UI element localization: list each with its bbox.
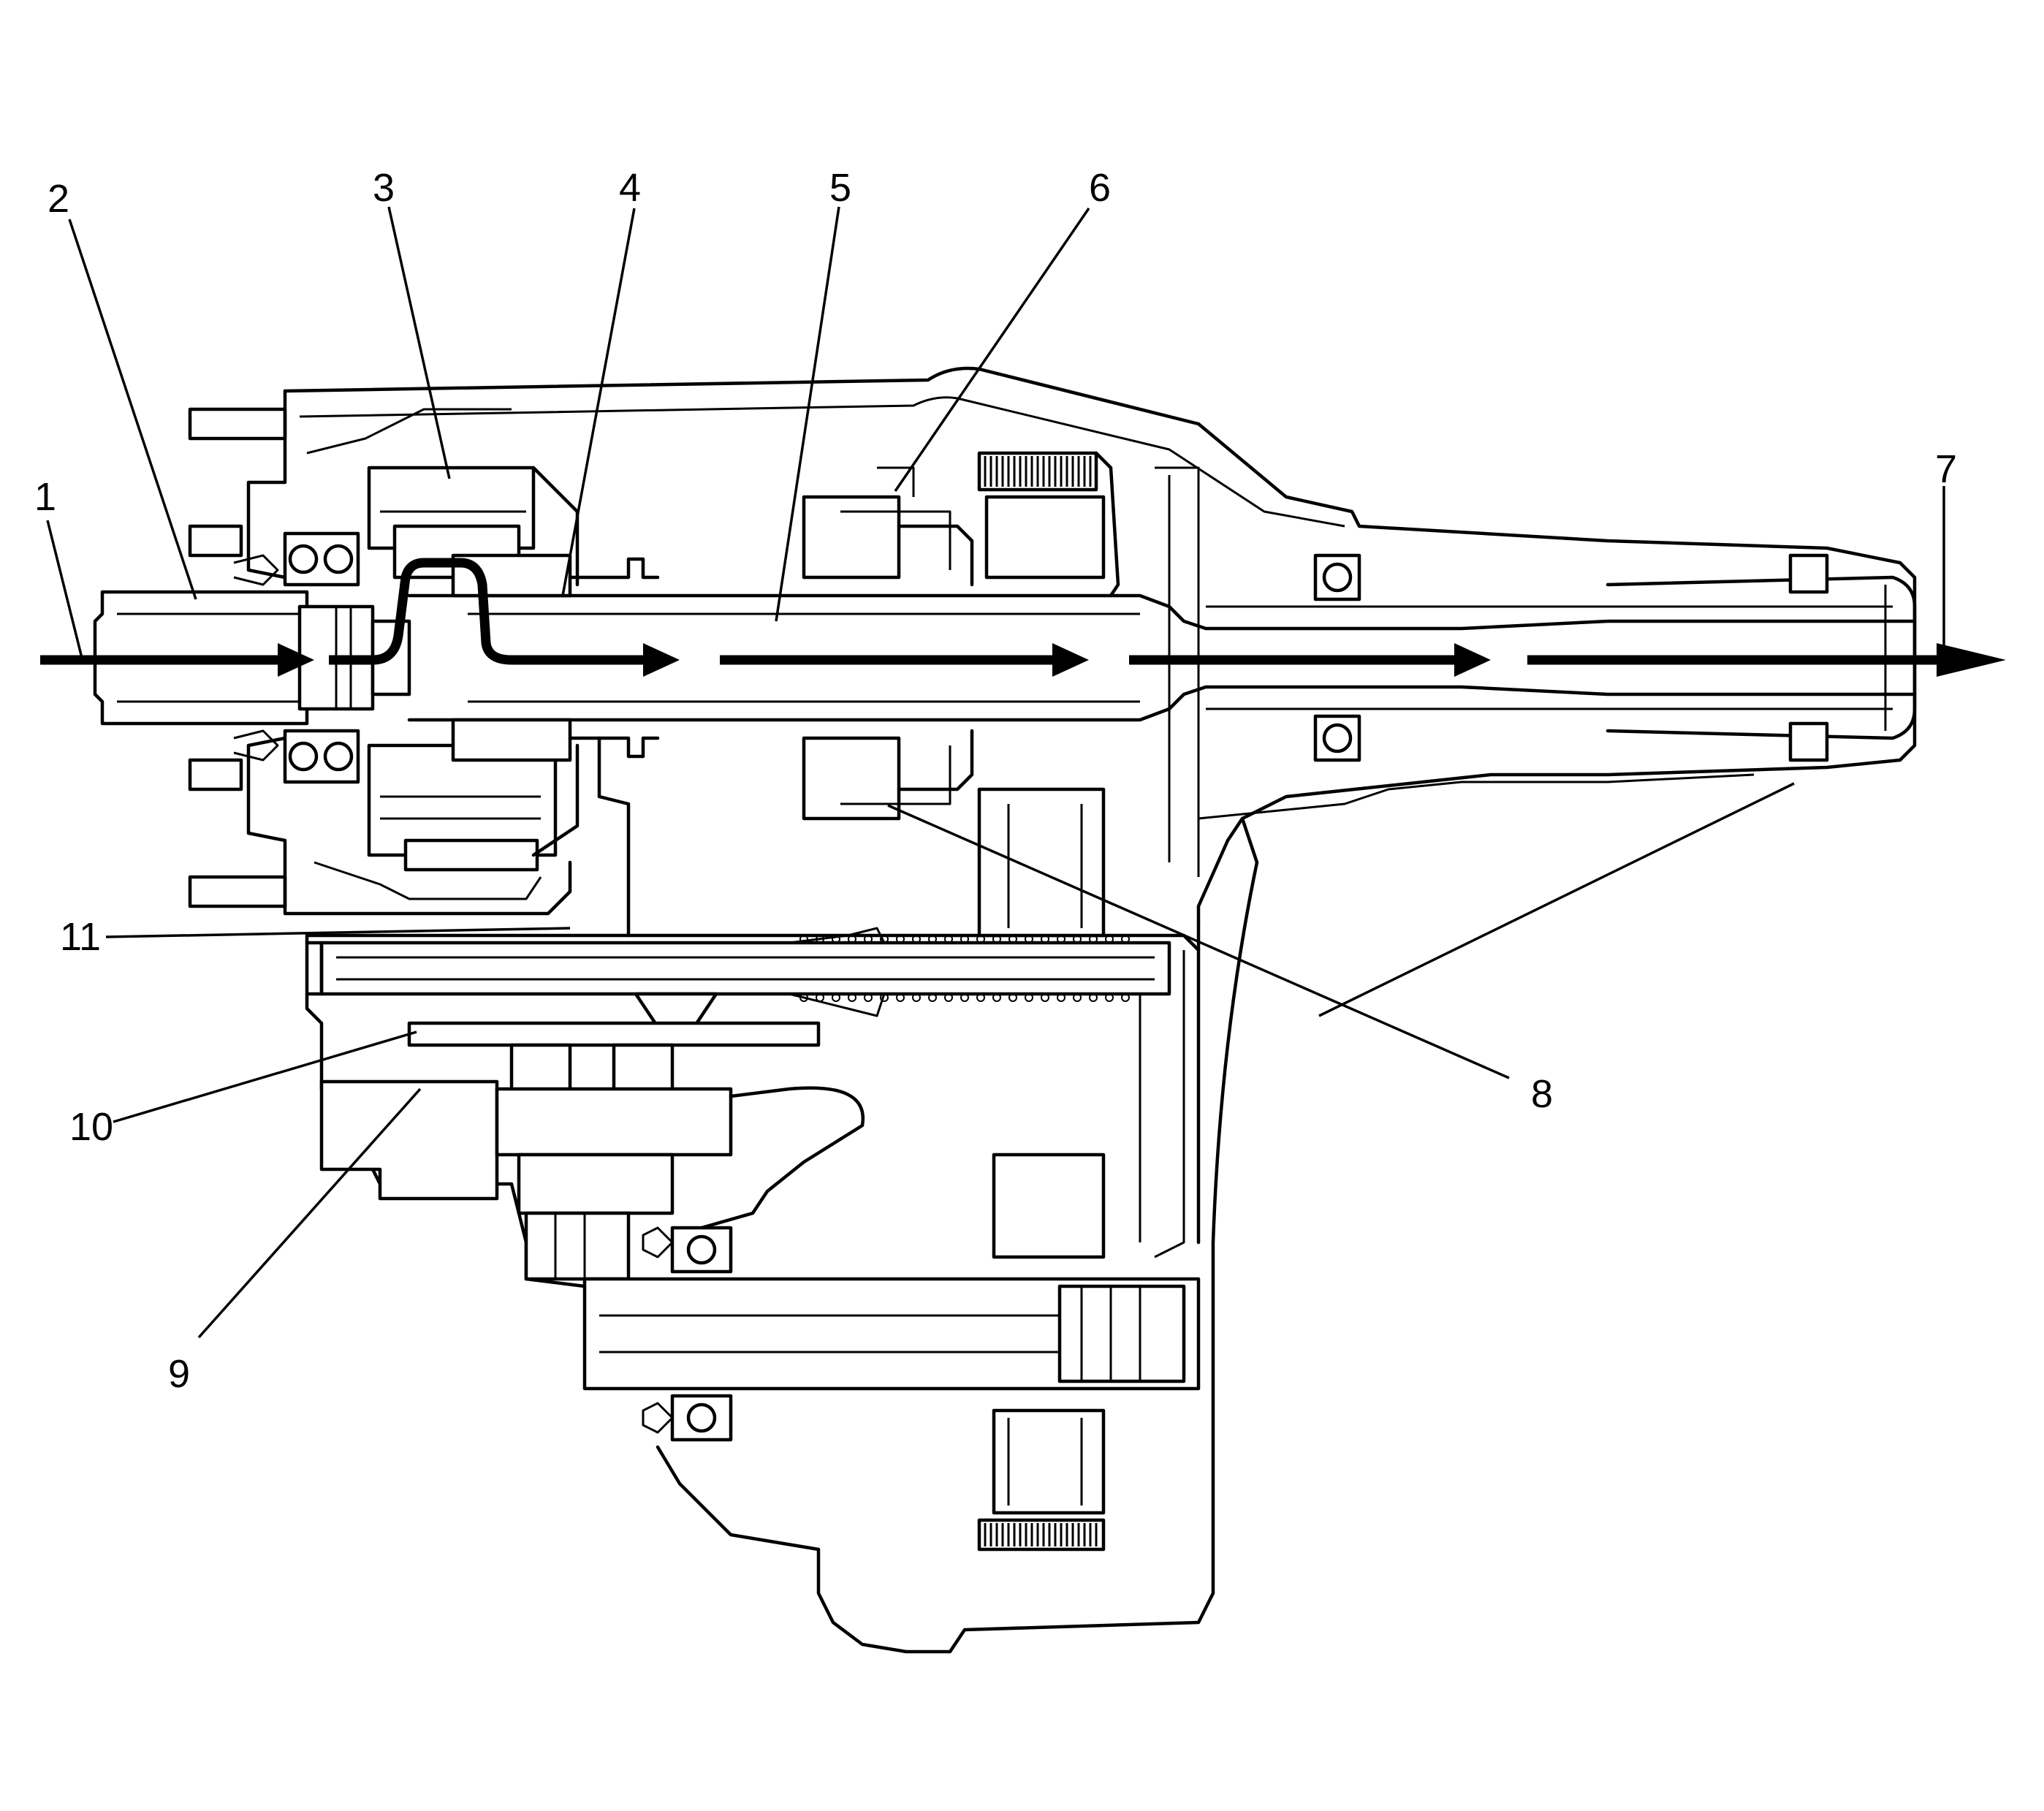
clutch-pack-lower xyxy=(977,787,1106,938)
chain-link xyxy=(912,935,921,944)
callout-8: 8 xyxy=(887,782,1795,1116)
chain-link xyxy=(1025,935,1033,944)
chain-link xyxy=(1041,993,1049,1002)
callout-label-5: 5 xyxy=(829,166,851,210)
arrowhead-2 xyxy=(643,643,680,677)
chain-link xyxy=(992,935,1001,944)
callout-label-7: 7 xyxy=(1935,447,1957,491)
chain-link xyxy=(896,935,905,944)
callout-label-3: 3 xyxy=(373,166,395,210)
chain-link xyxy=(1073,935,1082,944)
arrowhead-1 xyxy=(278,643,314,677)
chain-link xyxy=(912,993,921,1002)
chain-link xyxy=(1008,993,1017,1002)
callout-2: 2 xyxy=(48,177,197,600)
arrowhead-3 xyxy=(1052,643,1089,677)
callout-label-11: 11 xyxy=(60,915,101,959)
chain-link xyxy=(880,993,889,1002)
mode-fork-assembly xyxy=(802,466,974,821)
arrowhead-4 xyxy=(1454,643,1491,677)
callout-label-6: 6 xyxy=(1089,166,1111,210)
callout-3: 3 xyxy=(373,166,451,479)
chain-link xyxy=(799,993,808,1002)
range-reduction-hub xyxy=(451,553,660,938)
output-seal xyxy=(1788,553,1829,762)
chain-link xyxy=(832,935,840,944)
callout-label-9: 9 xyxy=(168,1352,190,1396)
chain-link xyxy=(976,993,985,1002)
callout-5: 5 xyxy=(775,166,851,622)
chain-link xyxy=(1121,935,1130,944)
chain-link xyxy=(928,993,937,1002)
chain-link xyxy=(1121,993,1130,1002)
chain-link xyxy=(944,935,953,944)
chain-link xyxy=(1057,993,1065,1002)
chain-link xyxy=(1105,993,1114,1002)
chain-link xyxy=(832,993,840,1002)
callout-4: 4 xyxy=(561,166,641,596)
callout-label-4: 4 xyxy=(619,166,641,210)
chain-link xyxy=(1057,935,1065,944)
chain-link xyxy=(992,993,1001,1002)
chain-link xyxy=(799,935,808,944)
callout-7: 7 xyxy=(1935,447,1957,658)
callout-6: 6 xyxy=(894,166,1111,492)
chain-link xyxy=(944,993,953,1002)
chain-link xyxy=(960,993,969,1002)
oil-pump xyxy=(319,1079,865,1281)
chain-link xyxy=(960,935,969,944)
chain-link xyxy=(896,993,905,1002)
power-flow-path xyxy=(40,558,2006,677)
callout-9: 9 xyxy=(168,1087,422,1396)
chain-link xyxy=(848,935,856,944)
chain-link xyxy=(880,935,889,944)
callout-label-10: 10 xyxy=(69,1105,113,1149)
chain-link xyxy=(1073,993,1082,1002)
chain-link xyxy=(1105,935,1114,944)
clutch-pack-upper xyxy=(977,451,1120,598)
rear-output-bearing xyxy=(1155,466,1361,877)
callout-label-2: 2 xyxy=(48,177,69,221)
front-output-shaft xyxy=(582,1226,1201,1442)
front-clutch-pack xyxy=(977,1153,1106,1552)
callout-label-8: 8 xyxy=(1531,1072,1553,1116)
callout-1: 1 xyxy=(34,475,83,658)
arrowhead-5 xyxy=(1937,643,2006,677)
callout-10: 10 xyxy=(69,1030,417,1149)
chain-link xyxy=(1041,935,1049,944)
chain-link xyxy=(864,993,873,1002)
chain-link xyxy=(816,935,824,944)
chain-link xyxy=(864,935,873,944)
input-bearing-upper xyxy=(233,531,360,587)
chain-link xyxy=(848,993,856,1002)
chain-link xyxy=(928,935,937,944)
chain-link xyxy=(1008,935,1017,944)
input-bearing-lower xyxy=(233,729,360,784)
callout-label-1: 1 xyxy=(34,475,56,519)
chain-link xyxy=(1089,993,1098,1002)
callout-11: 11 xyxy=(60,915,571,959)
chain-link xyxy=(1089,935,1098,944)
planetary-gear-set xyxy=(367,466,580,872)
chain-link xyxy=(816,993,824,1002)
drive-chain xyxy=(305,927,1171,1040)
chain-link xyxy=(976,935,985,944)
chain-link xyxy=(1025,993,1033,1002)
